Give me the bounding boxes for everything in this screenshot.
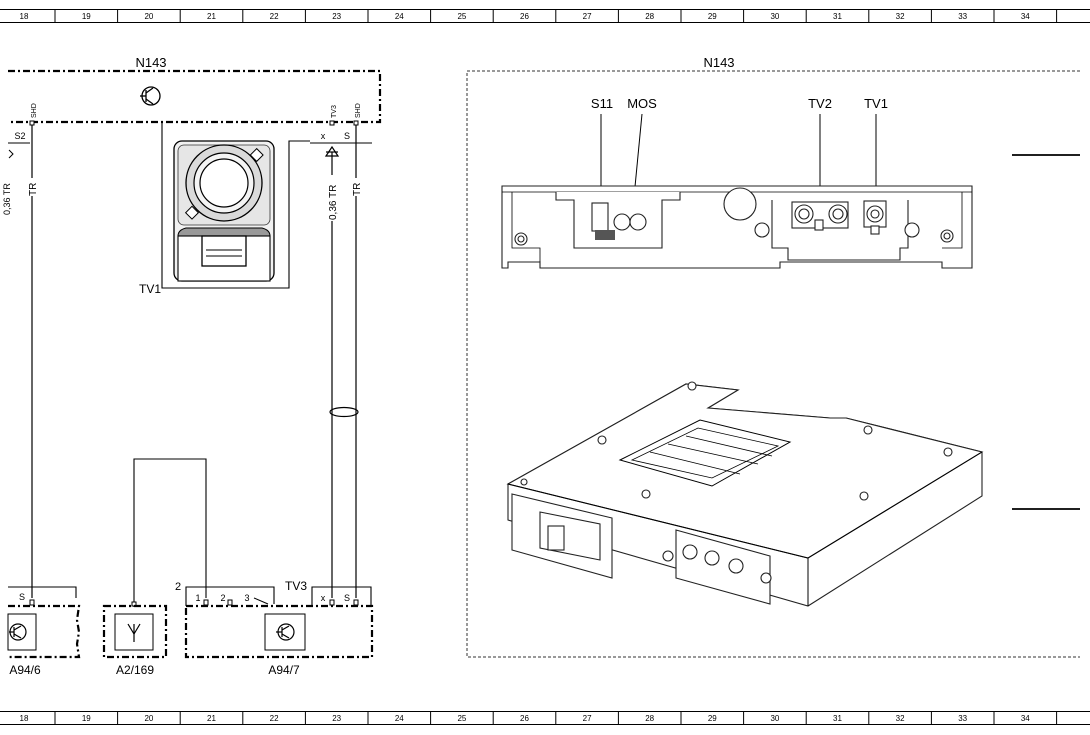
bottom-ruler-number: 22 xyxy=(270,714,279,723)
top-ruler-number: 33 xyxy=(958,12,967,21)
bottom-tv3-label: TV3 xyxy=(285,579,307,593)
top-ruler-number: 28 xyxy=(645,12,654,21)
bottom-ruler-number: 23 xyxy=(332,714,341,723)
top-ruler-number: 34 xyxy=(1021,12,1030,21)
top-ruler-number: 24 xyxy=(395,12,404,21)
bottom-ruler-number: 26 xyxy=(520,714,529,723)
bottom-ruler-number: 30 xyxy=(770,714,779,723)
wire-label-tr-left: TR xyxy=(28,183,39,196)
n143-schematic: N143 S2 SHD TV3 SHD x S 0,36 TR xyxy=(2,55,382,677)
top-ruler-number: 25 xyxy=(457,12,466,21)
top-ruler-number: 20 xyxy=(144,12,153,21)
bottom-pin-s: S xyxy=(344,593,350,603)
bottom-ruler-number: 34 xyxy=(1021,714,1030,723)
n143-module-outline xyxy=(8,69,382,124)
wire-label-036-tr: 0,36 TR xyxy=(328,185,339,220)
tv1-label-left: TV1 xyxy=(139,282,161,296)
bottom-pin-x: x xyxy=(321,593,326,603)
tv2-label: TV2 xyxy=(808,96,832,111)
a2-169-label: A2/169 xyxy=(116,663,154,677)
pin-shd-label-2: SHD xyxy=(355,103,362,118)
n143-label-right: N143 xyxy=(703,55,734,70)
tv1-connector-image xyxy=(173,140,275,282)
module-isometric-view xyxy=(506,381,984,607)
bottom-pin-1: 1 xyxy=(195,593,200,603)
top-ruler: 18 19 20 21 22 23 24 25 26 27 28 29 30 31 32 33 34 xyxy=(0,9,1090,23)
top-ruler-number: 27 xyxy=(583,12,592,21)
bottom-ruler-number: 27 xyxy=(583,714,592,723)
bottom-pin-2: 2 xyxy=(220,593,225,603)
pin-x-label: x xyxy=(321,131,326,141)
top-ruler-number: 31 xyxy=(833,12,842,21)
top-ruler-number: 22 xyxy=(270,12,279,21)
left-edge-wire-label: 0,36 TR xyxy=(2,183,12,215)
bottom-ruler-number: 20 xyxy=(144,714,153,723)
bottom-ruler-number: 18 xyxy=(20,714,29,723)
pin-s2-label: S2 xyxy=(14,131,25,141)
a94-7-label: A94/7 xyxy=(268,663,300,677)
module-front-view xyxy=(501,185,973,269)
arrow-up-icon xyxy=(324,145,340,157)
bottom-ruler-number: 21 xyxy=(207,714,216,723)
top-ruler-number: 32 xyxy=(896,12,905,21)
mos-label: MOS xyxy=(627,96,657,111)
top-ruler-number: 30 xyxy=(770,12,779,21)
n143-component-drawing: N143 S11 MOS TV2 TV1 xyxy=(466,55,1080,658)
pin-s-label: S xyxy=(344,131,350,141)
bottom-ruler-number: 32 xyxy=(896,714,905,723)
s11-label: S11 xyxy=(591,96,613,111)
a2-169-box xyxy=(102,604,168,659)
a94-6-label: A94/6 xyxy=(9,663,41,677)
n143-dashed-frame xyxy=(466,70,1080,658)
transistor-icon xyxy=(7,613,37,651)
bottom-ruler-number: 33 xyxy=(958,714,967,723)
a94-6-box xyxy=(8,604,81,659)
bottom-label-two: 2 xyxy=(175,581,181,593)
bottom-pin-s-left: S xyxy=(19,592,25,602)
antenna-icon xyxy=(114,613,154,651)
bottom-ruler-number: 29 xyxy=(708,714,717,723)
pin-shd-label-1: SHD xyxy=(31,103,38,118)
bottom-ruler-number: 24 xyxy=(395,714,404,723)
top-ruler-number: 19 xyxy=(82,12,91,21)
a94-7-box xyxy=(184,604,374,659)
tv1-label-right: TV1 xyxy=(864,96,888,111)
bottom-pin-3: 3 xyxy=(244,593,249,603)
bottom-ruler-number: 25 xyxy=(457,714,466,723)
top-ruler-number: 23 xyxy=(332,12,341,21)
top-ruler-number: 26 xyxy=(520,12,529,21)
top-ruler-number: 21 xyxy=(207,12,216,21)
pin-tv3-label: TV3 xyxy=(331,105,338,118)
transistor-icon xyxy=(264,613,306,651)
bottom-ruler-number: 31 xyxy=(833,714,842,723)
bottom-ruler-number: 19 xyxy=(82,714,91,723)
transistor-icon xyxy=(140,86,161,106)
twisted-pair-marker xyxy=(329,406,359,418)
top-ruler-number: 29 xyxy=(708,12,717,21)
wire-label-tr-right: TR xyxy=(352,183,363,196)
bottom-ruler: 18 19 20 21 22 23 24 25 26 27 28 29 30 31 32 33 34 xyxy=(0,711,1090,725)
n143-label-left: N143 xyxy=(135,55,166,70)
top-ruler-number: 18 xyxy=(20,12,29,21)
bottom-ruler-number: 28 xyxy=(645,714,654,723)
